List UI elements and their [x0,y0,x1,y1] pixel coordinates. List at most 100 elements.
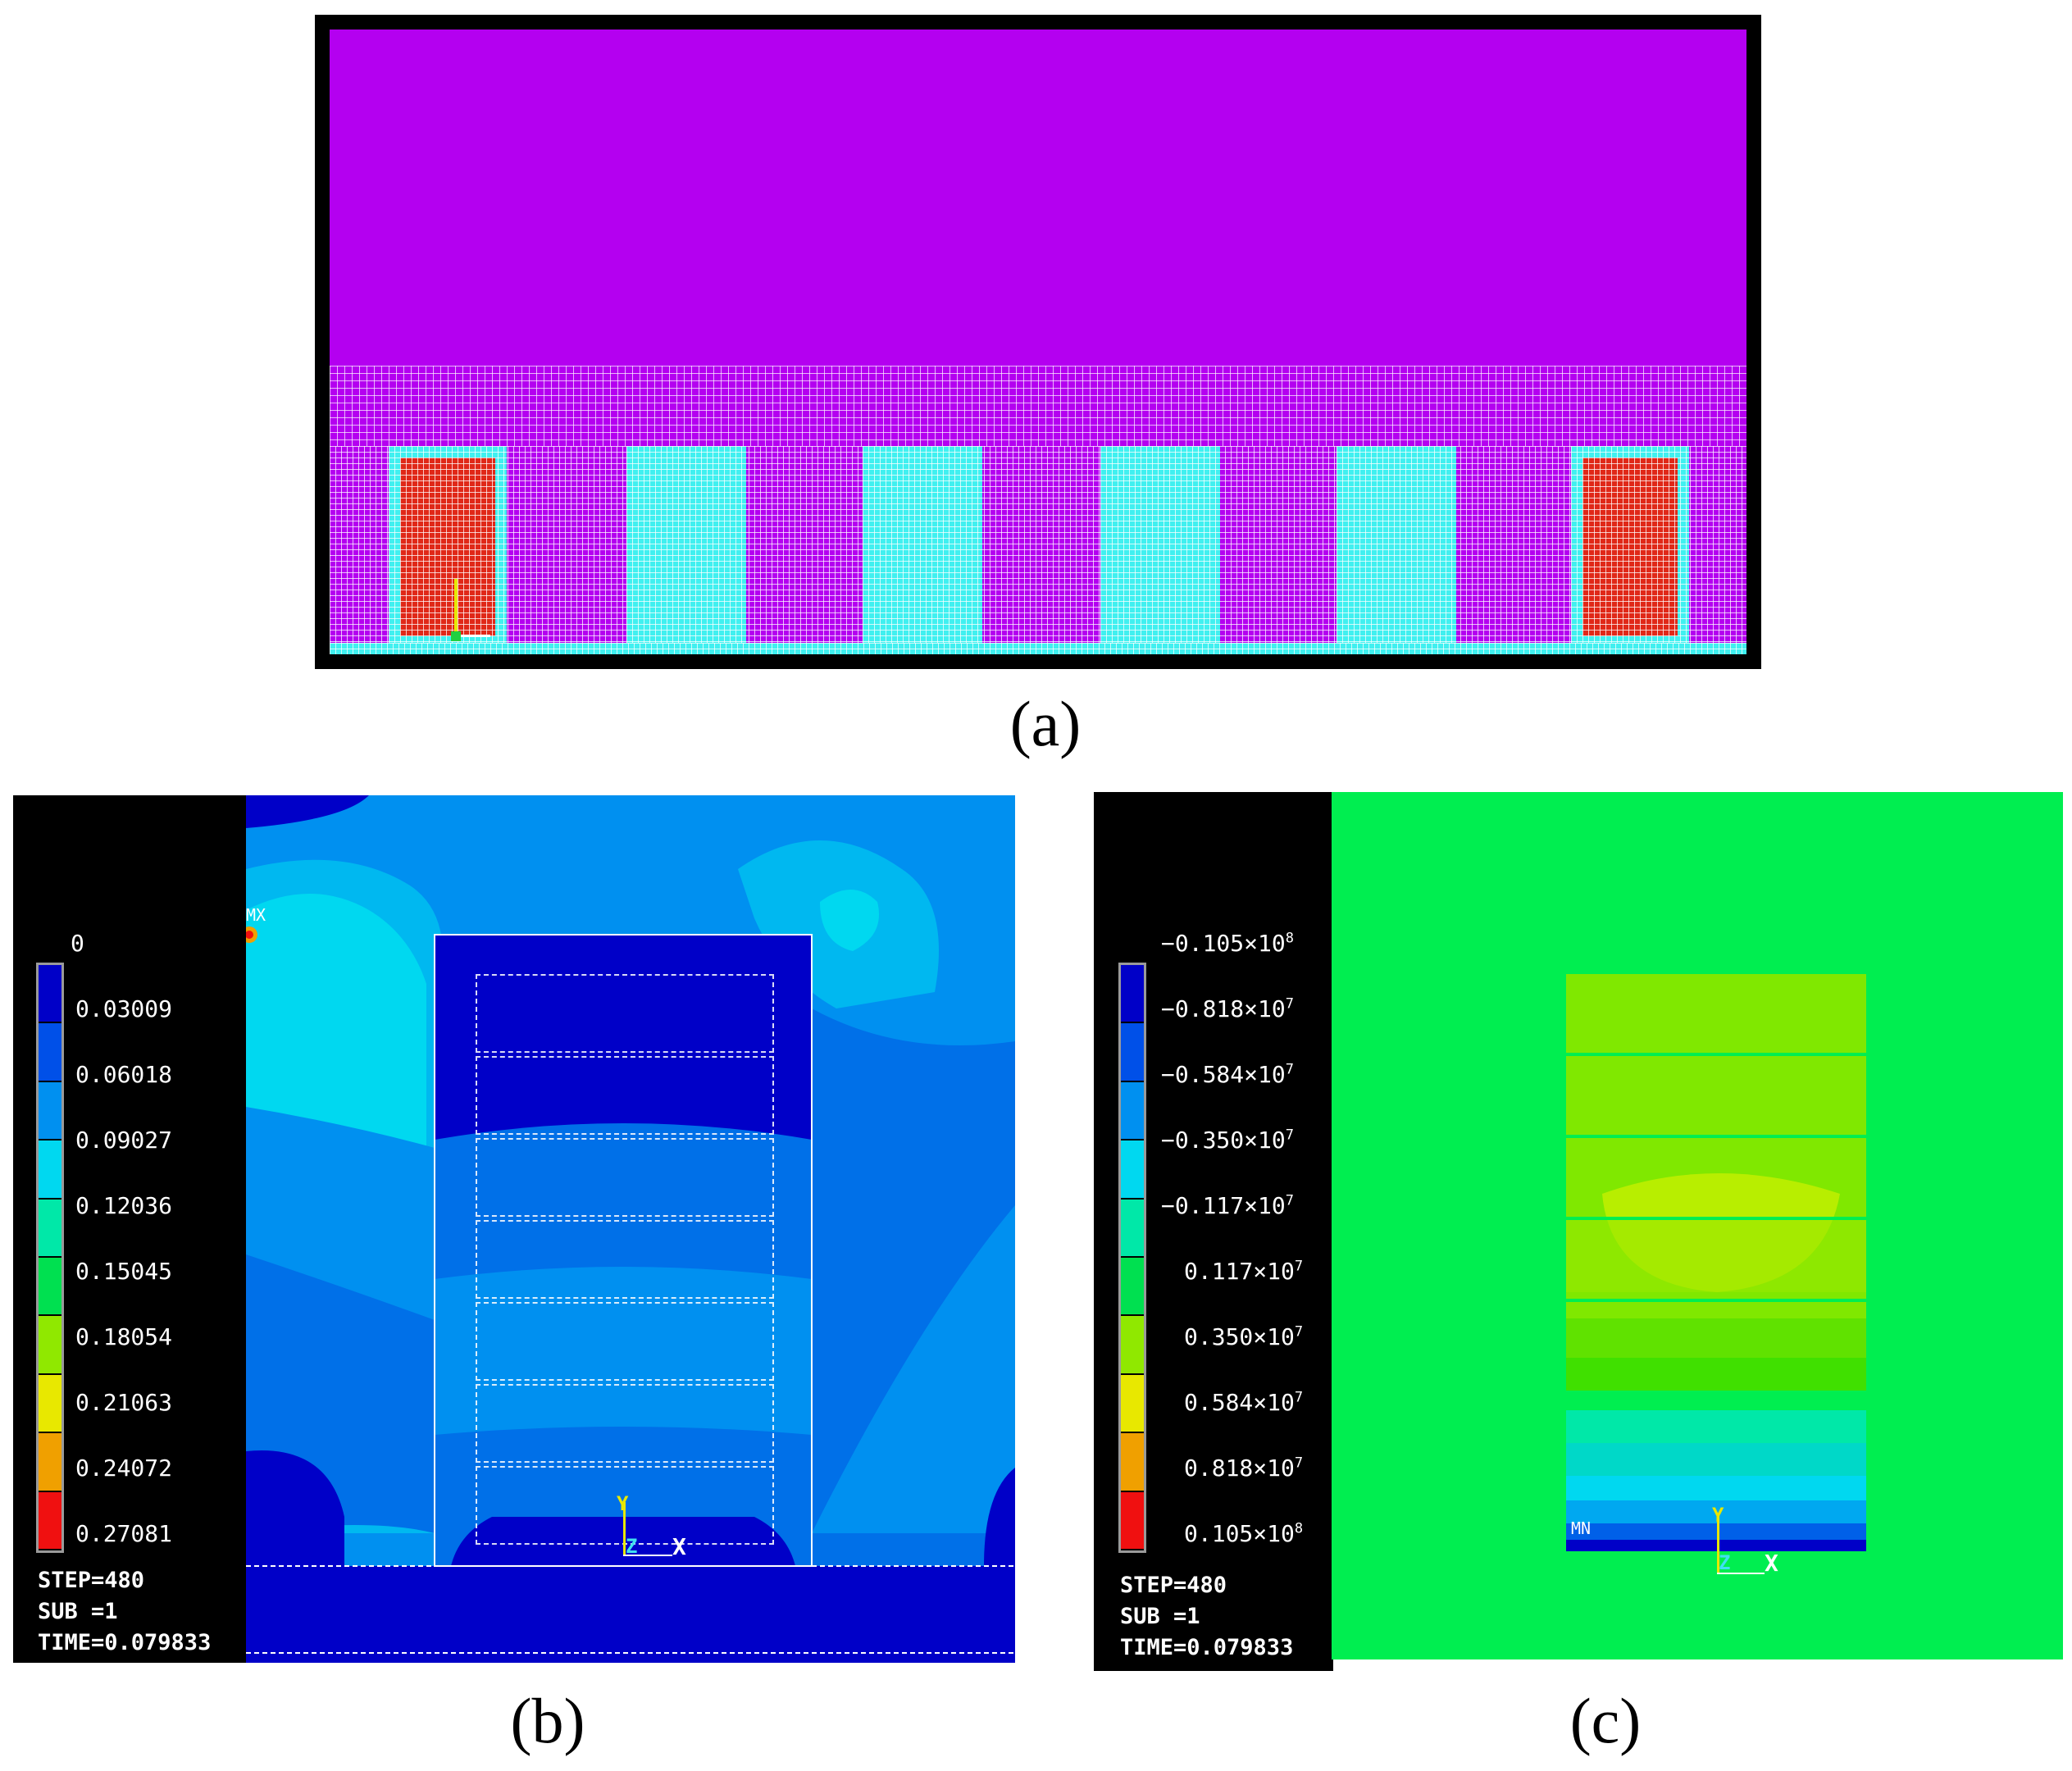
panel-b-axis-x-line [623,1555,672,1556]
colorbar-swatch [1121,1374,1144,1432]
mesh-view [330,30,1746,654]
core-window-mid [435,1123,812,1279]
panel-b-axis-y-label: Y [617,1492,629,1515]
panel-c-colorbar [1118,963,1146,1553]
axis-origin [451,631,461,641]
left-coil [400,458,495,636]
legend-value: −0.584×107 [1161,1061,1294,1088]
legend-value: 0.24072 [75,1455,173,1482]
panel-c-status-time: TIME=0.079833 [1120,1635,1294,1660]
colorbar-swatch [1121,1258,1144,1315]
colorbar-swatch [39,1433,61,1491]
legend-value: −0.105×108 [1161,930,1294,957]
colorbar-swatch [39,1258,61,1315]
stress-band-1 [1566,1410,1866,1443]
panel-c-status-step: STEP=480 [1120,1573,1227,1598]
legend-value: 0.350×107 [1184,1323,1304,1350]
stress-band-5 [1566,1523,1866,1540]
core-window-band [435,1267,812,1435]
caption-c: (c) [1569,1685,1642,1756]
mesh-lower-region [330,446,1746,654]
core-leg-2 [863,446,982,643]
axis-y-line [454,579,458,638]
panel-b-axis-z-label: Z [626,1535,638,1558]
panel-b-axis-x-label: X [672,1533,686,1560]
legend-value: 0.12036 [75,1192,173,1219]
panel-c-axis-y-label: Y [1712,1504,1724,1527]
legend-value: 0.21063 [75,1389,173,1416]
colorbar-swatch [39,1316,61,1373]
panel-b-status-step: STEP=480 [38,1568,145,1593]
panel-b-plot: MX Y Z X [246,795,1015,1663]
legend-value: 0.584×107 [1184,1389,1304,1416]
legend-value: −0.818×107 [1161,995,1294,1022]
colorbar-swatch [39,1081,61,1140]
winding-lower-b [1566,1358,1866,1391]
panel-b-colorbar [36,963,64,1553]
legend-value: −0.350×107 [1161,1127,1294,1154]
caption-b: (b) [510,1685,585,1756]
panel-c-contour-svg [1332,792,2063,1659]
legend-value: 0.09027 [75,1127,173,1154]
colorbar-swatch [1121,1081,1144,1140]
right-coil [1582,458,1678,636]
panel-c-axis-x-line [1717,1573,1765,1574]
legend-value: 0.03009 [75,995,173,1022]
panel-b-status-sub: SUB =1 [38,1599,118,1624]
colorbar-swatch [39,1374,61,1432]
colorbar-swatch [1121,1140,1144,1198]
colorbar-swatch [1121,1199,1144,1256]
core-leg-1 [626,446,746,643]
axis-triad [449,571,499,644]
core-outline [434,934,813,1567]
winding-lower-a [1566,1318,1866,1358]
legend-value: 0 [71,930,84,957]
winding-band [1566,1218,1866,1292]
colorbar-swatch [39,965,61,1022]
caption-a: (a) [1009,688,1082,759]
mesh-panel [315,15,1761,669]
legend-value: −0.117×107 [1161,1192,1294,1219]
legend-value: 0.818×107 [1184,1455,1304,1482]
core-leg-3 [1100,446,1220,643]
panel-c-axis-z-label: Z [1719,1551,1731,1574]
panel-b-axis-y-line [623,1502,626,1556]
panel-c-status-sub: SUB =1 [1120,1604,1200,1629]
winding-box-4 [476,1220,774,1299]
contour-yoke [246,1566,1015,1663]
stress-band-2 [1566,1443,1866,1476]
colorbar-swatch [1121,965,1144,1022]
legend-value: 0.15045 [75,1258,173,1285]
panel-c-plot: MN Y Z X [1332,792,2063,1659]
winding-box-1 [476,974,774,1053]
panel-b-contour-svg [246,795,1015,1663]
colorbar-swatch [39,1199,61,1256]
contour-top-left [246,795,369,828]
core-leg-4 [1337,446,1456,643]
contour-bottom-left [246,1450,344,1566]
axis-x-line [454,635,490,637]
winding-box-5 [476,1302,774,1381]
min-marker: MN [1571,1518,1592,1538]
legend-value: 0.27081 [75,1520,173,1547]
bottom-strip [330,643,1746,654]
winding-box-6 [476,1384,774,1463]
stress-band-3 [1566,1476,1866,1500]
panel-b-status-time: TIME=0.079833 [38,1630,212,1655]
winding-box-2 [476,1056,774,1135]
panel-c-axis-x-label: X [1765,1550,1778,1577]
stress-band-min [1566,1540,1866,1551]
contour-right-band [812,1205,1015,1533]
legend-value: 0.06018 [75,1061,173,1088]
contour-right-hotspot [820,890,879,951]
mesh-refined-band [330,366,1746,448]
legend-value: 0.18054 [75,1323,173,1350]
stress-band-4 [1566,1500,1866,1523]
contour-bottom-right [984,1468,1015,1566]
colorbar-swatch [39,1023,61,1081]
colorbar-swatch [1121,1433,1144,1491]
colorbar-swatch [1121,1316,1144,1373]
legend-value: 0.105×108 [1184,1520,1304,1547]
colorbar-swatch [1121,1491,1144,1549]
max-marker: MX [246,905,266,925]
